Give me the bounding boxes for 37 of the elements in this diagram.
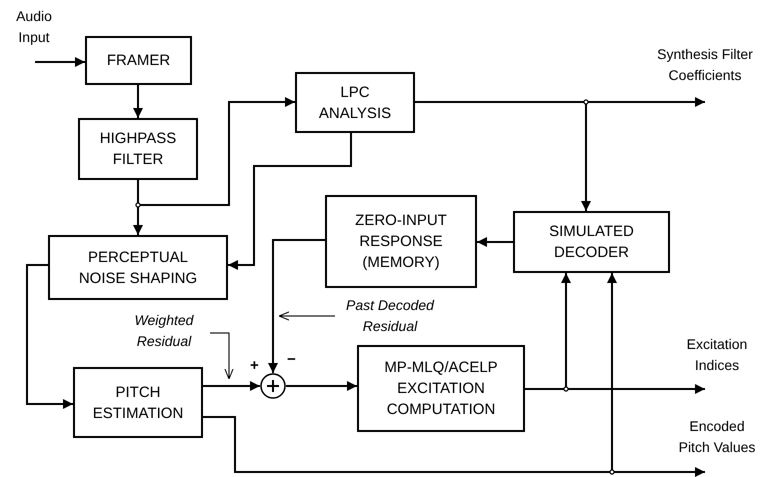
box-label: FRAMER xyxy=(106,51,170,71)
arrow xyxy=(203,381,260,391)
output-label: Synthesis Filter Coefficients xyxy=(656,45,754,85)
box-label: MP-MLQ/ACELP EXCITATION COMPUTATION xyxy=(383,358,499,420)
arrow xyxy=(26,264,73,409)
box-label: PITCH ESTIMATION xyxy=(92,382,184,424)
box-label: HIGHPASS FILTER xyxy=(98,129,178,170)
process-box xyxy=(357,345,525,432)
arrow xyxy=(133,85,143,118)
output-label: Excitation Indices xyxy=(686,335,748,375)
process-box xyxy=(78,118,198,180)
box-label: LPC ANALYSIS xyxy=(318,82,392,124)
process-box xyxy=(85,36,192,85)
box-label: PERCEPTUAL NOISE SHAPING xyxy=(78,248,198,288)
sign-label: − xyxy=(287,352,296,367)
arrow xyxy=(35,57,85,67)
arrow xyxy=(268,239,325,373)
box-label: SIMULATED DECODER xyxy=(548,222,635,263)
arrow xyxy=(477,237,513,247)
arrow xyxy=(415,101,591,211)
summing-junction xyxy=(260,373,286,399)
leader-line xyxy=(210,332,234,380)
box-label: ZERO-INPUT RESPONSE (MEMORY) xyxy=(354,211,448,273)
input-label: Audio Input xyxy=(15,7,53,47)
leader-line xyxy=(278,312,336,320)
process-box xyxy=(295,72,415,133)
arrow xyxy=(137,97,295,206)
process-box xyxy=(73,367,203,438)
output-label: Encoded Pitch Values xyxy=(678,417,756,457)
process-box xyxy=(48,235,228,300)
arrow xyxy=(286,381,357,391)
process-box xyxy=(325,195,477,288)
process-box xyxy=(513,211,670,273)
arrow xyxy=(228,133,352,270)
signal-label: Past Decoded Residual xyxy=(345,296,436,336)
signal-label: Weighted Residual xyxy=(134,311,195,351)
sign-label: + xyxy=(250,358,259,373)
